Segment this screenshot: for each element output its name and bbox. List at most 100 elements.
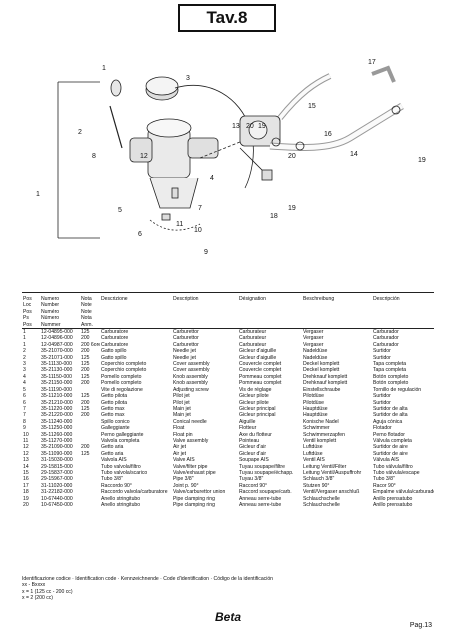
table-cell: Anello stringitubo: [101, 495, 141, 502]
table-cell: Valve assembly: [173, 437, 209, 444]
table-cell: Main jet: [173, 405, 191, 412]
table-cell: Cover assembly: [173, 361, 210, 368]
table-top-rule: [22, 292, 434, 293]
table-cell: Axe du flotteur: [239, 431, 272, 438]
table-cell: Surtidor: [373, 354, 391, 361]
table-cell: Valve/filter pipe: [173, 463, 208, 470]
table-cell: 200: [81, 380, 90, 387]
table-cell: Pointeau: [239, 437, 260, 444]
table-cell: Tubo válvula/escape: [373, 469, 420, 476]
table-cell: 7: [23, 412, 26, 419]
header-cell: [238, 321, 302, 330]
table-cell: 200: [81, 348, 90, 355]
table-cell: Carburateur: [239, 335, 267, 342]
table-cell: Float pin: [173, 431, 193, 438]
table-cell: Getto max: [101, 412, 125, 419]
table-cell: Botón completo: [373, 380, 409, 387]
table-cell: Perno galleggiante: [101, 431, 144, 438]
table-cell: Tubo 3/8": [101, 476, 123, 483]
table-cell: Tapa completa: [373, 361, 407, 368]
table-cell: 200 6ore: [81, 341, 100, 348]
callout-1-left: 1: [36, 191, 40, 198]
table-cell: Tuyau soupape/filtre: [239, 463, 285, 470]
table-cell: Tuyau 3/8": [239, 476, 264, 483]
table-cell: Raccordo valvola/carburatore: [101, 489, 168, 496]
table-cell: Main jet: [173, 412, 191, 419]
table-cell: 29-15837-000: [41, 469, 73, 476]
table-cell: Gicleur d'air: [239, 444, 267, 451]
table-cell: Hauptdüse: [303, 405, 328, 412]
table-cell: Knob assembly: [173, 380, 208, 387]
table-cell: Vergaser: [303, 329, 324, 336]
header-cell: [302, 321, 372, 330]
table-cell: Surtidor: [373, 393, 391, 400]
table-cell: Tubo valvola/filtro: [101, 463, 141, 470]
table-cell: Carburettor: [173, 341, 199, 348]
table-cell: Carburador: [373, 335, 399, 342]
table-cell: 9: [23, 425, 26, 432]
table-cell: Schlauchschelle: [303, 495, 340, 502]
header-cell: Beschreibung: [303, 296, 335, 302]
beta-logo: Beta: [215, 610, 241, 623]
header-cell: Numéro: [41, 308, 60, 315]
table-cell: 7: [23, 405, 26, 412]
table-cell: Tornillo de regulación: [373, 386, 422, 393]
table-cell: 1: [23, 335, 26, 342]
table-cell: Gicleur principal: [239, 405, 276, 412]
table-cell: Getto aria: [101, 450, 124, 457]
table-cell: Nadeldüse: [303, 354, 328, 361]
header-cell: Anm.: [80, 321, 100, 330]
table-cell: Pilot jet: [173, 393, 190, 400]
table-cell: 125: [81, 373, 90, 380]
table-cell: 125: [81, 361, 90, 368]
table-cell: Perno flotador: [373, 431, 405, 438]
table-cell: Pipe clamping ring: [173, 502, 215, 508]
table-cell: Deckel komplett: [303, 367, 340, 374]
table-cell: 12: [23, 444, 29, 451]
table-cell: Luftdüse: [303, 450, 323, 457]
callout-5: 5: [118, 207, 122, 214]
table-cell: 35-21070-000: [41, 348, 73, 355]
table-cell: 35-11190-000: [41, 386, 72, 393]
callout-4: 4: [210, 175, 214, 182]
callout-19-b: 19: [288, 205, 296, 212]
table-cell: Carburettor: [173, 329, 199, 336]
header-cell: Descrizione: [101, 296, 128, 302]
table-cell: 200: [81, 444, 90, 451]
table-cell: Hauptdüse: [303, 412, 328, 419]
table-cell: Valve/exhaust pipe: [173, 469, 216, 476]
table-cell: Vite di regolazione: [101, 386, 143, 393]
table-cell: 35-11150-000: [41, 373, 72, 380]
callout-3: 3: [186, 75, 190, 82]
table-cell: 35-21090-000: [41, 444, 73, 451]
table-cell: Stutzen 90°: [303, 482, 330, 489]
table-cell: Gatto spillo: [101, 348, 127, 355]
table-cell: 125: [81, 450, 90, 457]
table-cell: Gicleur principal: [239, 412, 276, 419]
table-cell: 13: [23, 457, 29, 464]
header-cell: Description: [173, 296, 199, 302]
table-cell: Valve AIS: [173, 457, 195, 464]
footer-notes: Identificazione codice · Identification …: [22, 576, 273, 602]
table-cell: 1: [23, 341, 26, 348]
table-cell: 2: [23, 348, 26, 355]
table-cell: Knob assembly: [173, 373, 208, 380]
table-cell: 5: [23, 386, 26, 393]
table-cell: Tubo valvola/scarico: [101, 469, 148, 476]
table-cell: Válvula completa: [373, 437, 412, 444]
